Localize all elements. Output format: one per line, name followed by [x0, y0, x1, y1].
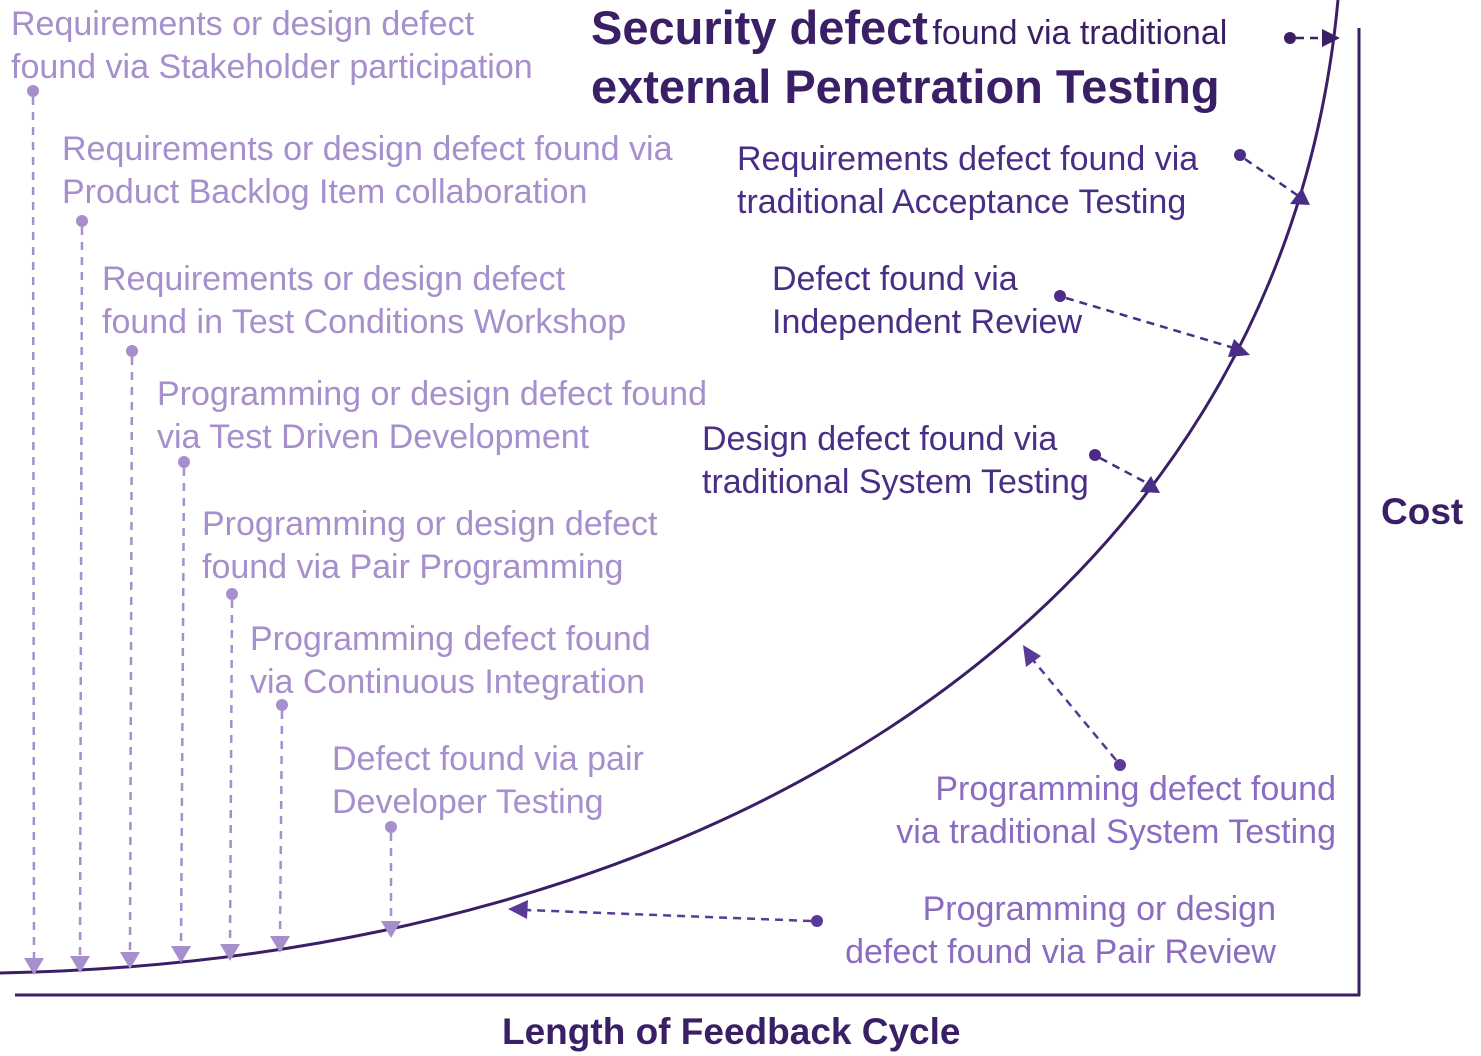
title-normal-tail: found via traditional: [932, 14, 1228, 52]
early-feedback-connectors: [24, 85, 401, 975]
annotation-developer-testing: Defect found via pair Developer Testing: [332, 740, 644, 821]
connector-stakeholder-participation: [24, 85, 44, 975]
diagram-title: Security defect found via traditional ex…: [591, 0, 1227, 118]
annotation-system-testing-programming: Programming defect found via traditional…: [896, 770, 1336, 851]
annotation-system-testing-design: Design defect found via traditional Syst…: [702, 420, 1089, 501]
annotation-test-conditions-workshop: Requirements or design defect found in T…: [102, 260, 627, 341]
x-axis-label: Length of Feedback Cycle: [502, 1011, 961, 1052]
connector-test-conditions-workshop: [120, 345, 140, 969]
connector-pair-review: [508, 900, 823, 927]
annotation-pair-review: Programming or design defect found via P…: [845, 890, 1276, 971]
connector-pair-programming: [220, 588, 240, 961]
connector-system-testing-programming: [1023, 645, 1126, 771]
annotation-test-driven-development: Programming or design defect found via T…: [157, 375, 707, 456]
connector-system-testing-design: [1089, 449, 1160, 493]
connector-penetration-testing: [1284, 29, 1340, 47]
late-feedback-connectors: [508, 29, 1340, 927]
title-bold-lead: Security defect: [591, 1, 928, 54]
connector-developer-testing: [381, 821, 401, 938]
connector-acceptance-testing: [1234, 149, 1310, 205]
connector-test-driven-development: [171, 456, 191, 963]
connector-independent-review: [1054, 290, 1250, 357]
title-line-2: external Penetration Testing: [591, 60, 1220, 113]
annotation-backlog-item-collaboration: Requirements or design defect found via …: [62, 130, 673, 211]
annotation-independent-review: Defect found via Independent Review: [772, 260, 1083, 341]
cost-curve: [0, 0, 1340, 975]
annotation-continuous-integration: Programming defect found via Continuous …: [250, 620, 651, 701]
y-axis-label: Cost: [1381, 491, 1464, 532]
connector-backlog-item-collaboration: [70, 215, 90, 973]
annotation-stakeholder-participation: Requirements or design defect found via …: [11, 5, 533, 86]
connector-continuous-integration: [270, 699, 290, 953]
annotation-acceptance-testing: Requirements defect found via traditiona…: [737, 140, 1199, 221]
annotation-pair-programming: Programming or design defect found via P…: [202, 505, 658, 586]
